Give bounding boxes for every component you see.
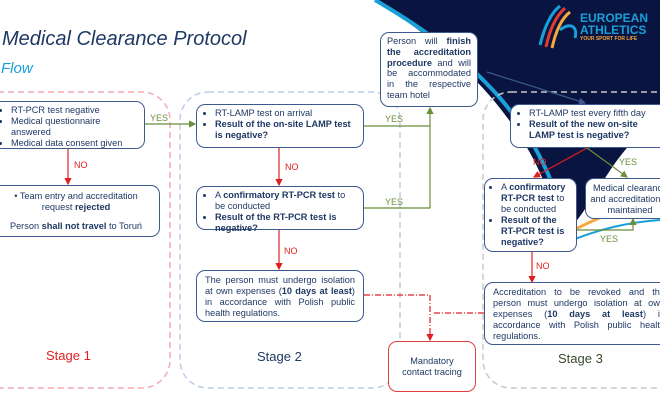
logo-line1: EUROPEAN bbox=[580, 11, 649, 25]
reject-line: Person shall not travel to Toruń bbox=[9, 221, 143, 231]
stage3-clearance-box: Medical clearance and accreditation is m… bbox=[585, 178, 660, 219]
logo-tagline: YOUR SPORT FOR LIFE bbox=[580, 36, 638, 42]
stage1-check-box: RT-PCR test negative Medical questionnai… bbox=[0, 101, 145, 149]
s1-yes-label: YES bbox=[150, 113, 169, 123]
s1-no-label: NO bbox=[74, 160, 88, 170]
arrow-s2-yes2 bbox=[364, 126, 431, 209]
stage1-container bbox=[0, 91, 171, 389]
arrow-to-contact-tracing bbox=[364, 294, 434, 342]
page-subtitle: Flow bbox=[1, 60, 33, 77]
european-athletics-logo-icon bbox=[538, 4, 578, 49]
contact-tracing-box: Mandatory contact tracing bbox=[388, 341, 476, 392]
lamp3-question: Result of the new on-site LAMP test is n… bbox=[529, 119, 660, 141]
check-item: RT-PCR test negative bbox=[11, 105, 138, 116]
stage2-pcr-box: A confirmatory RT-PCR test to be conduct… bbox=[196, 186, 364, 233]
arrow-s3-yes2 bbox=[577, 217, 637, 231]
s2-yes1-label: YES bbox=[385, 114, 404, 124]
pcr3-item: A confirmatory RT-PCR test to be conduct… bbox=[501, 182, 572, 215]
stage3-label: Stage 3 bbox=[558, 351, 603, 366]
stage3-pcr-box: A confirmatory RT-PCR test to be conduct… bbox=[484, 178, 577, 252]
check-item: Medical questionnaire answered bbox=[11, 116, 138, 138]
stage3-revoke-box: Accreditation to be revoked and the pers… bbox=[484, 282, 660, 345]
lamp-item: RT-LAMP test on arrival bbox=[215, 108, 357, 119]
stage1-reject-box: • Team entry and accreditation request r… bbox=[0, 185, 160, 237]
reject-bullet: • Team entry and accreditation request r… bbox=[14, 191, 138, 212]
stage2-container bbox=[179, 91, 401, 389]
page-title: Medical Clearance Protocol bbox=[2, 28, 247, 50]
s2-no2-label: NO bbox=[284, 246, 298, 256]
s2-yes2-label: YES bbox=[385, 197, 404, 207]
arrow-s3-yes1 bbox=[586, 147, 628, 178]
stage2-label: Stage 2 bbox=[257, 349, 302, 364]
lamp-question: Result of the on-site LAMP test is negat… bbox=[215, 119, 357, 141]
pcr-question: Result of the RT-PCR test is negative? bbox=[215, 212, 357, 234]
logo-line2: ATHLETICS bbox=[580, 23, 647, 37]
stage3-lamp-box: RT-LAMP test every fifth day Result of t… bbox=[510, 104, 660, 148]
stage1-label: Stage 1 bbox=[46, 348, 91, 363]
s2-no1-label: NO bbox=[285, 162, 299, 172]
s3-no2-label: NO bbox=[536, 261, 550, 271]
stage2-isolation-box: The person must undergo isolation at own… bbox=[196, 270, 364, 322]
logo: EUROPEAN ATHLETICS YOUR SPORT FOR LIFE bbox=[580, 12, 660, 43]
contact-tracing-text: Mandatory contact tracing bbox=[402, 355, 462, 377]
clearance-text: Medical clearance and accreditation is m… bbox=[590, 183, 660, 215]
s3-yes2-label: YES bbox=[600, 234, 619, 244]
lamp3-item: RT-LAMP test every fifth day bbox=[529, 108, 660, 119]
s3-no1-label: NO bbox=[533, 157, 547, 167]
pcr3-question: Result of the RT-PCR test is negative? bbox=[501, 215, 572, 248]
accreditation-box: Person will finish the accreditation pro… bbox=[380, 32, 478, 107]
s3-yes1-label: YES bbox=[619, 157, 638, 167]
arrow-s3-no1 bbox=[532, 147, 588, 178]
stage2-lamp-box: RT-LAMP test on arrival Result of the on… bbox=[196, 104, 364, 148]
check-item: Medical data consent given bbox=[11, 138, 138, 149]
pcr-item: A confirmatory RT-PCR test to be conduct… bbox=[215, 190, 357, 212]
arrow-to-stage3 bbox=[486, 71, 587, 105]
